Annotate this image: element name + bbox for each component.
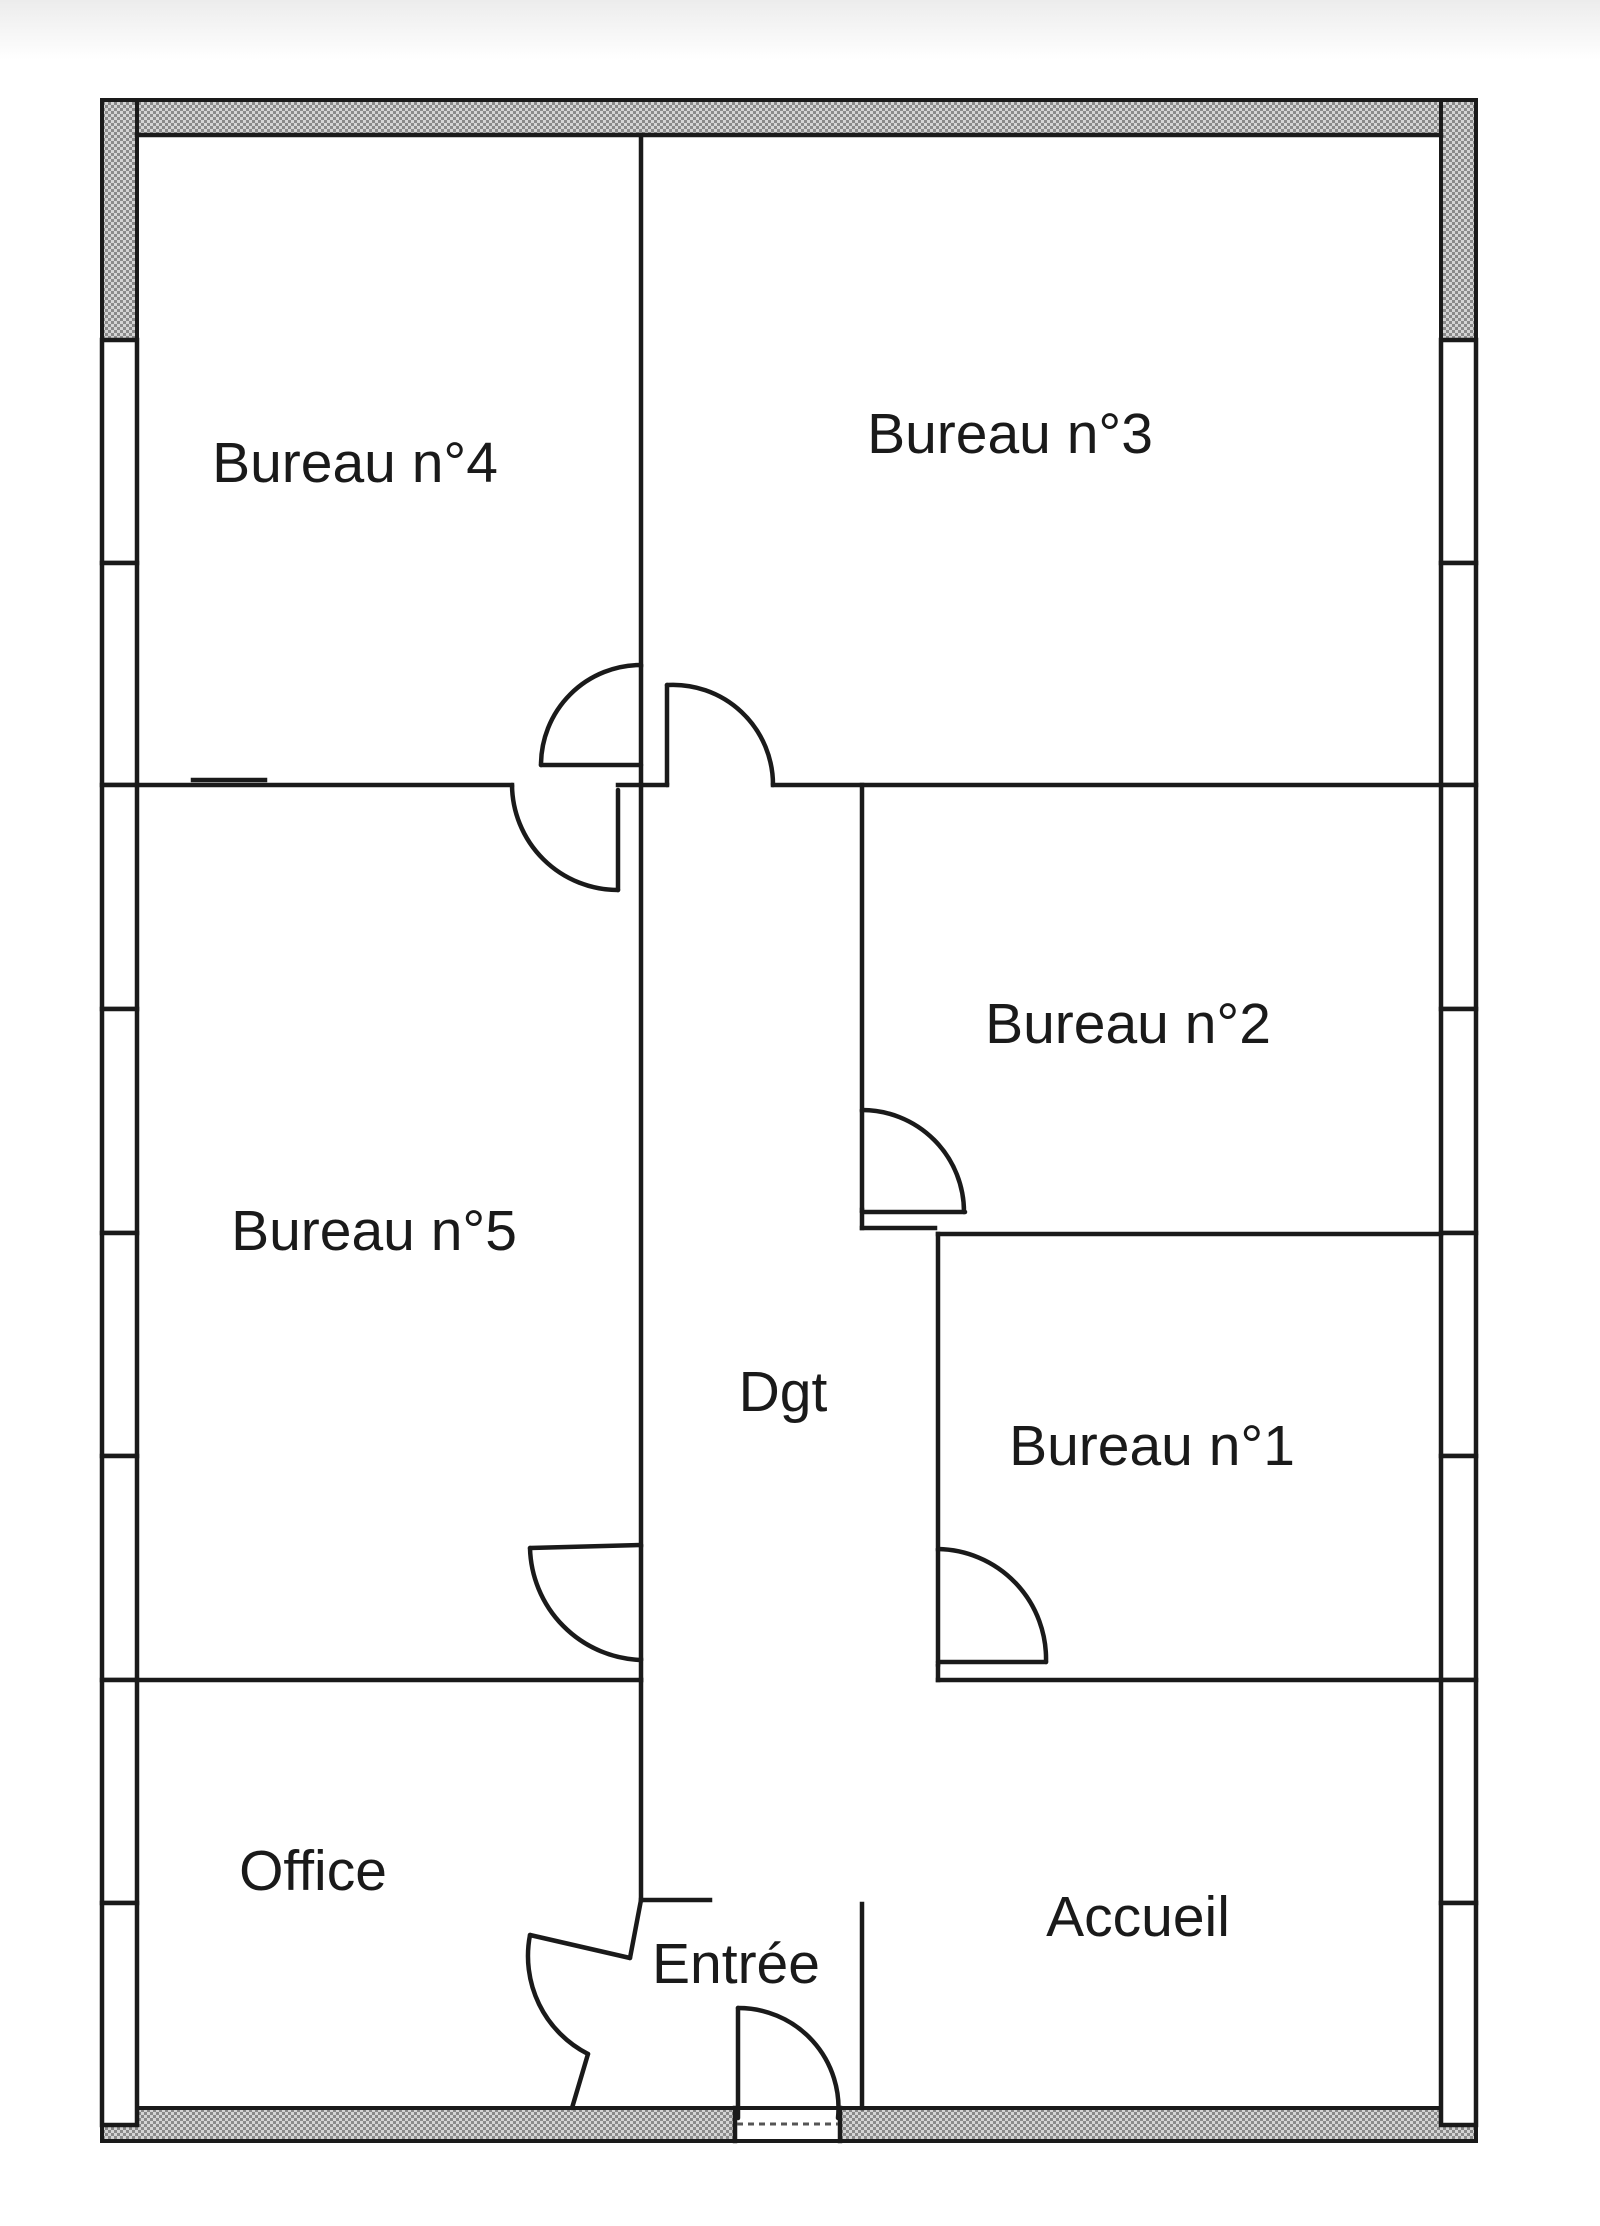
interior-walls <box>134 132 1444 2111</box>
door-bureau2 <box>859 1107 968 1215</box>
door-bureau5-bottom <box>527 1542 644 1663</box>
door-bureau4 <box>538 662 644 788</box>
room-label-dgt: Dgt <box>739 1360 828 1424</box>
door-bureau5-top <box>509 782 621 893</box>
room-labels: Bureau n°4 Bureau n°3 Bureau n°2 Bureau … <box>212 402 1295 1996</box>
left-windows <box>99 337 140 2128</box>
door-entrance <box>735 2005 841 2121</box>
room-label-bureau4: Bureau n°4 <box>212 431 498 495</box>
exterior-walls <box>100 98 1478 2144</box>
right-windows <box>1438 337 1479 2128</box>
room-label-accueil: Accueil <box>1046 1885 1230 1949</box>
room-label-entree: Entrée <box>652 1932 820 1996</box>
door-bureau1 <box>935 1546 1049 1669</box>
door-office <box>525 1897 644 2111</box>
room-label-office: Office <box>239 1839 387 1903</box>
room-label-bureau2: Bureau n°2 <box>985 992 1271 1056</box>
room-label-bureau5: Bureau n°5 <box>231 1199 517 1263</box>
room-label-bureau1: Bureau n°1 <box>1009 1414 1295 1478</box>
room-label-bureau3: Bureau n°3 <box>867 402 1153 466</box>
door-bureau3 <box>664 682 776 788</box>
top-shadow <box>0 0 1600 60</box>
